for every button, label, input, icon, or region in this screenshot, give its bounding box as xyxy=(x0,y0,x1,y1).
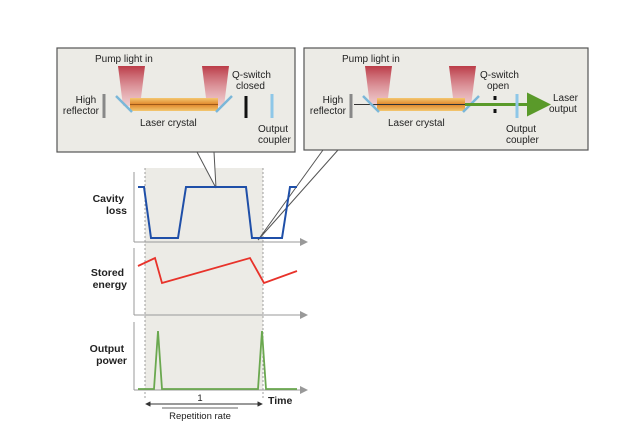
repetition-rate-label: Repetition rate xyxy=(169,411,231,422)
output-power-axis-arrow xyxy=(300,386,308,394)
period-label: 1 xyxy=(197,393,202,404)
pump-mirror-left-2 xyxy=(362,95,380,113)
cavity-loss-label: Cavity loss xyxy=(93,193,128,217)
repetition-rate-annotation: 1 Repetition rate xyxy=(145,393,263,422)
qswitch-label-2: Q-switch open xyxy=(480,70,522,92)
period-shading xyxy=(145,168,263,390)
high-reflector-label-1: High reflector xyxy=(63,95,100,117)
crystal-label-2: Laser crystal xyxy=(388,118,445,129)
high-reflector-label-2: High reflector xyxy=(310,95,347,117)
output-power-trace xyxy=(138,330,297,390)
stored-energy-label: Stored energy xyxy=(91,267,127,291)
crystal-label-1: Laser crystal xyxy=(140,118,197,129)
pump-label-2: Pump light in xyxy=(342,54,400,65)
pump-label-1: Pump light in xyxy=(95,54,153,65)
output-power-label: Output power xyxy=(90,343,127,367)
output-coupler-label-2: Output coupler xyxy=(506,124,539,146)
cavity-loss-trace xyxy=(138,186,297,239)
cavity-loss-plot: Cavity loss xyxy=(93,172,308,246)
pump-beam-left-2 xyxy=(365,66,392,106)
output-coupler-label-1: Output coupler xyxy=(258,124,291,146)
pump-beam-right-2 xyxy=(449,66,476,106)
stored-energy-axis-arrow xyxy=(300,311,308,319)
stored-energy-trace xyxy=(137,256,298,285)
stored-energy-plot: Stored energy xyxy=(91,248,308,319)
pump-mirror-right-1 xyxy=(215,95,233,113)
cavity-loss-axis-arrow xyxy=(300,238,308,246)
pump-mirror-left-1 xyxy=(115,95,133,113)
laser-output-label: Laser output xyxy=(549,93,581,115)
pump-beam-right-1 xyxy=(202,66,229,106)
output-power-plot: Output power Time xyxy=(90,322,308,407)
panel-qswitch-closed: Pump light in High reflector Laser cryst… xyxy=(56,47,296,153)
pump-beam-left-1 xyxy=(118,66,145,106)
panel-qswitch-open: Pump light in High reflector Laser cryst… xyxy=(303,47,589,151)
qswitch-label-1: Q-switch closed xyxy=(232,70,274,92)
time-axis-label: Time xyxy=(268,395,292,407)
